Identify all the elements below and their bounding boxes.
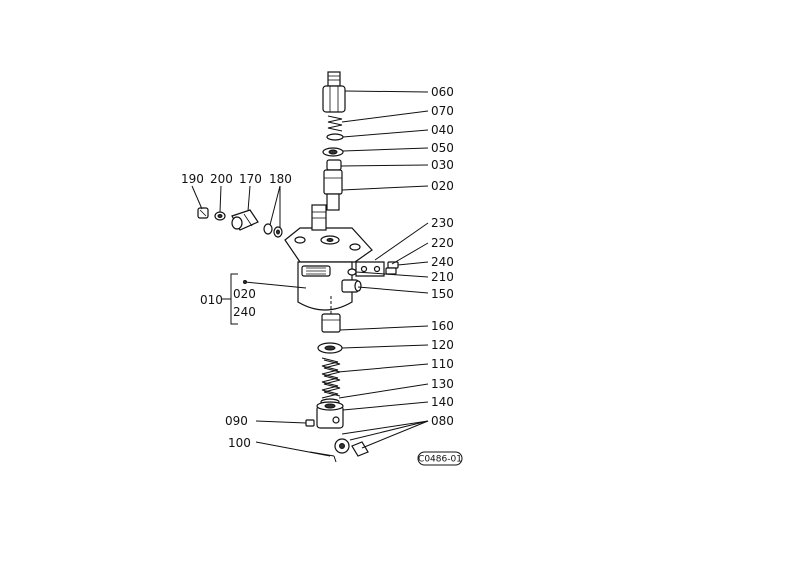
part-110-spring [321, 357, 341, 399]
part-070-spring [327, 115, 343, 132]
kit-bracket [222, 273, 247, 325]
callout-150: 150 [431, 287, 454, 301]
callout-060: 060 [431, 85, 454, 99]
callout-010-020: 020 [233, 287, 256, 301]
part-170-banjo-fitting [231, 209, 259, 231]
callout-190: 190 [181, 172, 204, 186]
injection-pump-drawing [197, 71, 399, 463]
callout-100: 100 [228, 436, 251, 450]
part-230-bracket [355, 261, 385, 277]
callout-200: 200 [210, 172, 233, 186]
part-200-washer [214, 211, 226, 221]
part-120-spring-seat [317, 342, 343, 354]
leader-lines [191, 90, 429, 457]
callout-010-240: 240 [233, 305, 256, 319]
callout-160: 160 [431, 319, 454, 333]
callout-210: 210 [431, 270, 454, 284]
pump-body [284, 204, 373, 311]
part-140-tappet [316, 401, 344, 429]
part-180-washers [263, 223, 283, 238]
callout-130: 130 [431, 377, 454, 391]
callout-040: 040 [431, 123, 454, 137]
part-160-plunger [321, 313, 341, 333]
callout-230: 230 [431, 216, 454, 230]
part-040-washer [326, 133, 344, 141]
callout-140: 140 [431, 395, 454, 409]
callout-110: 110 [431, 357, 454, 371]
part-090-pin [305, 419, 315, 427]
callout-050: 050 [431, 141, 454, 155]
callout-220: 220 [431, 236, 454, 250]
drawing-code: C0486-01 [418, 455, 462, 465]
part-060-valve-holder [322, 71, 346, 113]
part-190-bolt [197, 207, 209, 219]
part-100-shim [309, 451, 337, 463]
drawing-code-badge: C0486-01 [417, 451, 463, 466]
callout-030: 030 [431, 158, 454, 172]
callout-180: 180 [269, 172, 292, 186]
callout-120: 120 [431, 338, 454, 352]
callout-170: 170 [239, 172, 262, 186]
part-210-washer [347, 268, 357, 276]
callout-240: 240 [431, 255, 454, 269]
part-080-roller [334, 438, 369, 457]
callout-070: 070 [431, 104, 454, 118]
part-030-gasket [326, 159, 342, 171]
callout-090: 090 [225, 414, 248, 428]
callout-020: 020 [431, 179, 454, 193]
callout-010: 010 [200, 293, 223, 307]
callout-080: 080 [431, 414, 454, 428]
callout-labels: 060 070 040 050 030 020 190 200 170 180 … [181, 85, 454, 450]
part-020-delivery-valve [323, 169, 343, 211]
